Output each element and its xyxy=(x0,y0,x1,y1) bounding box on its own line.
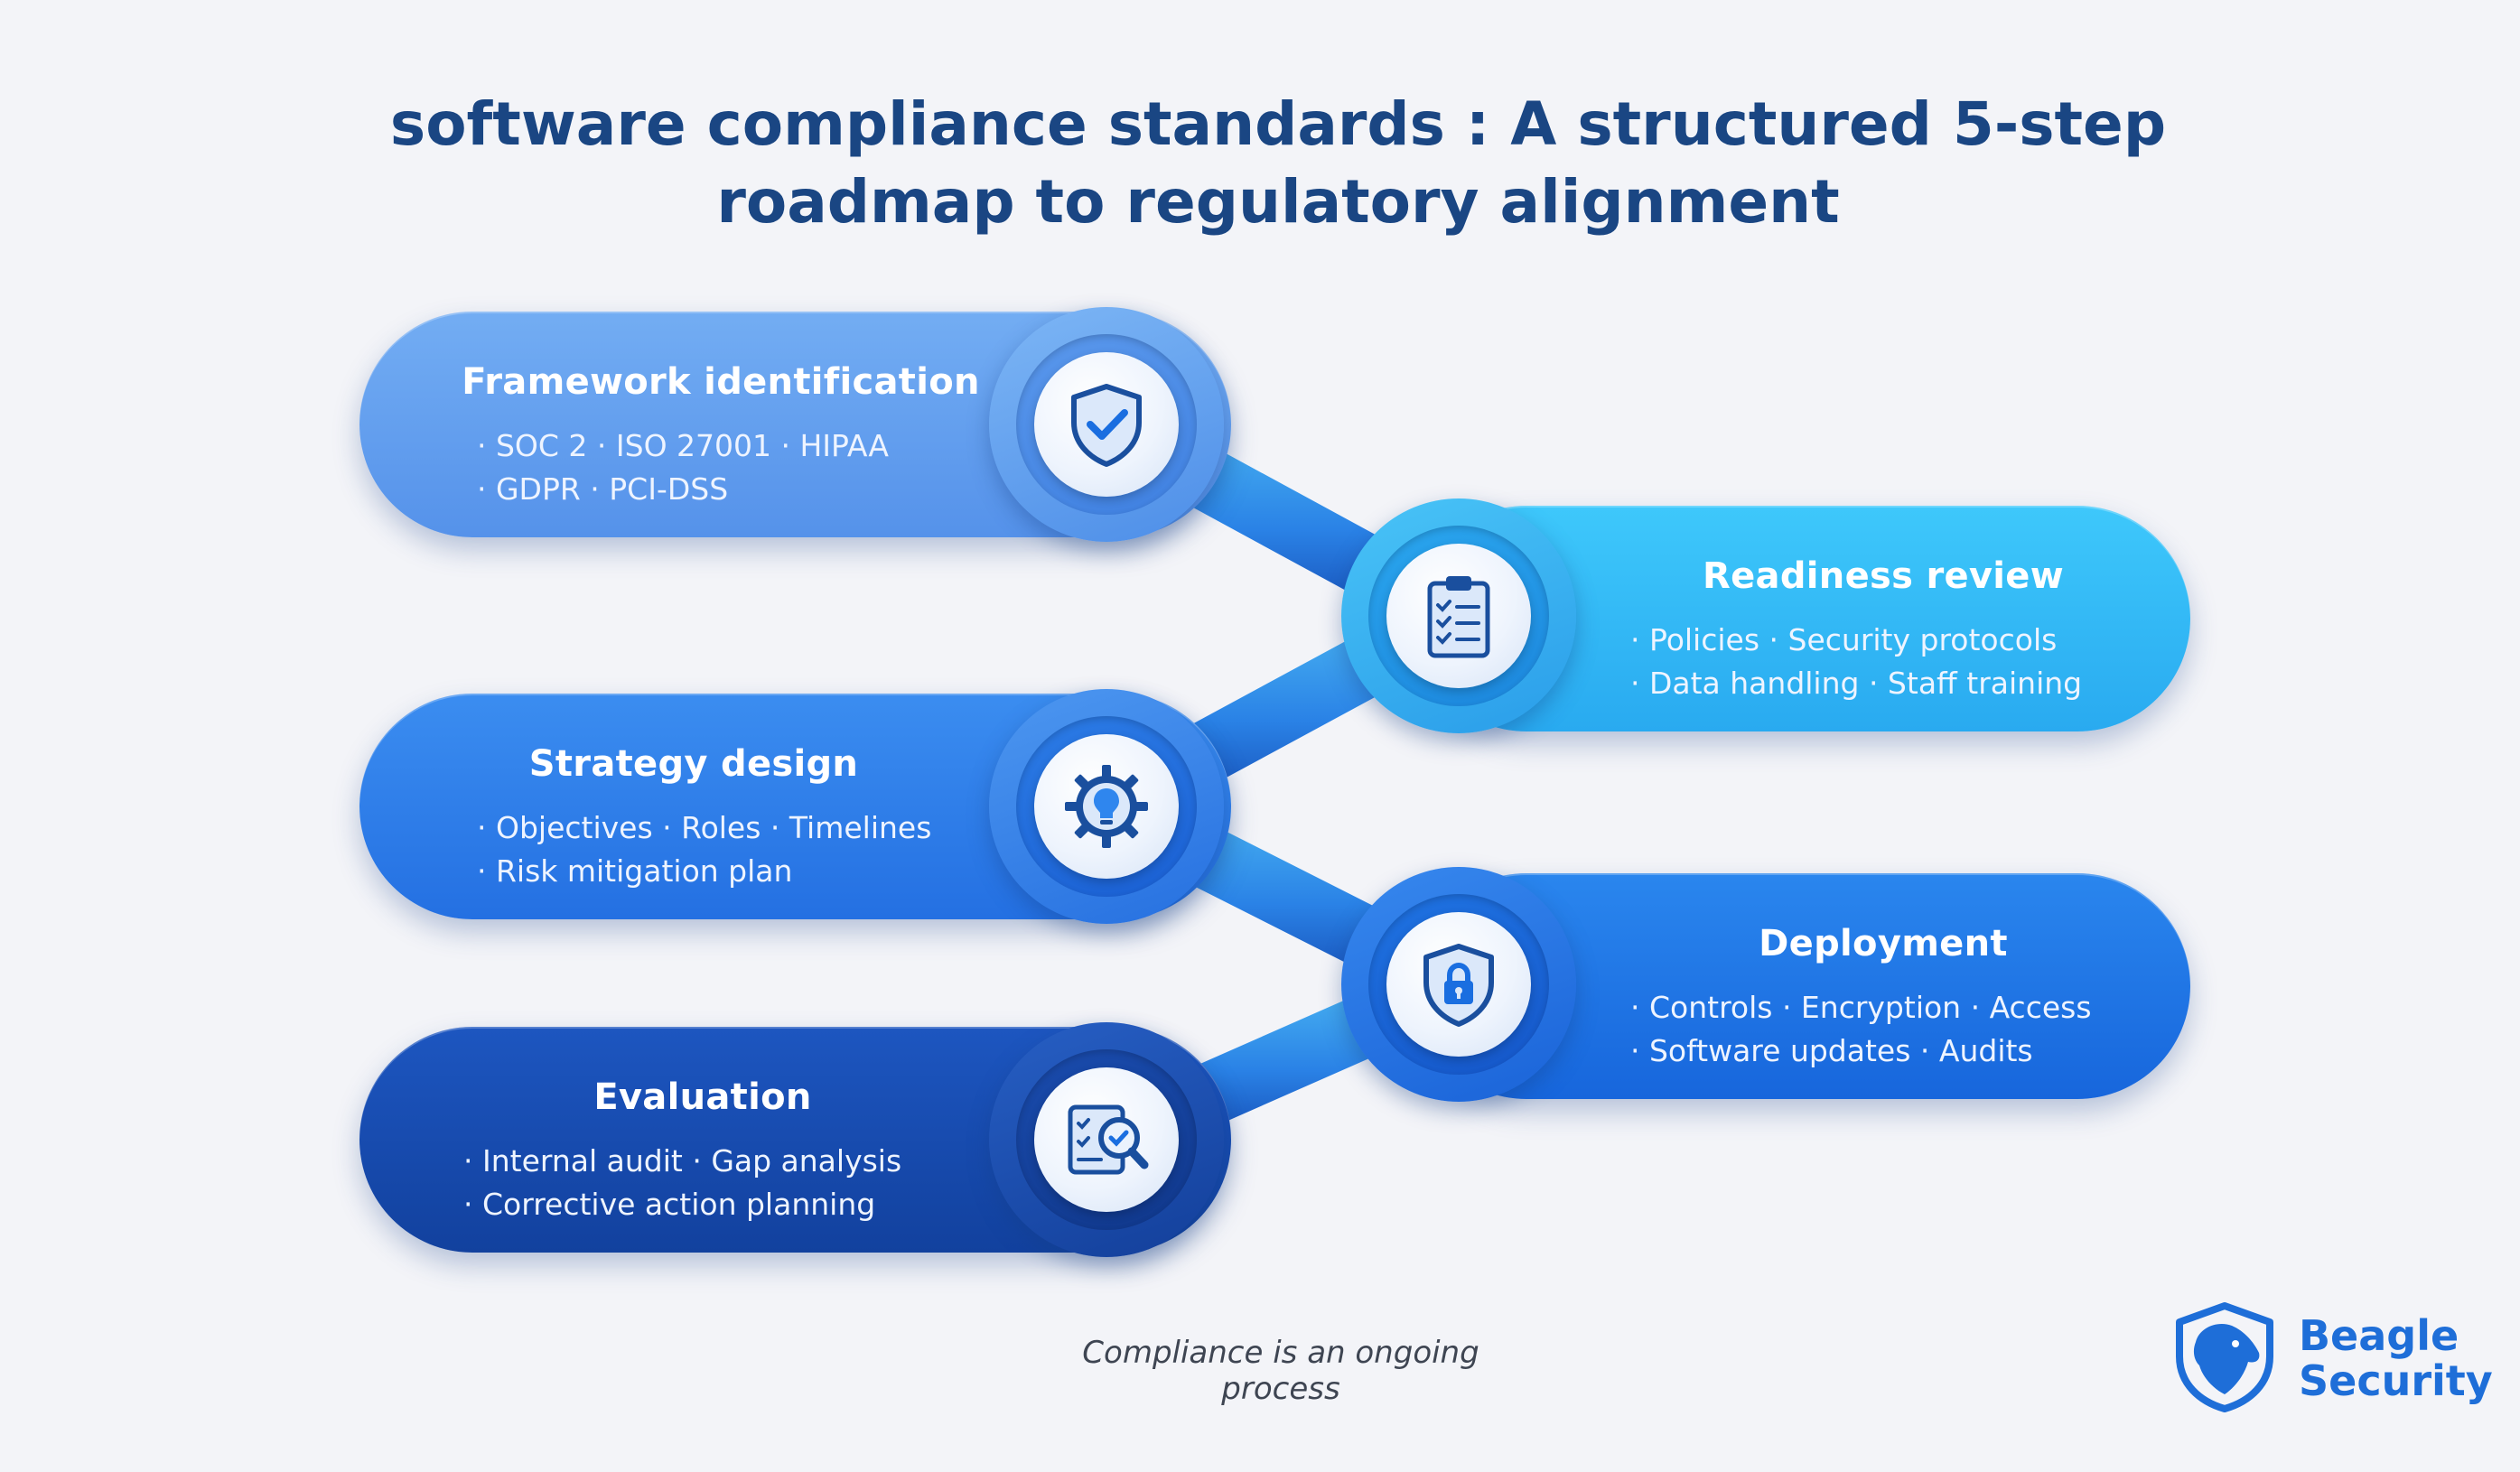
step-node-3 xyxy=(989,689,1224,924)
step-heading: Framework identification xyxy=(462,361,980,403)
bullet-line: · Software updates · Audits xyxy=(1630,1033,2033,1068)
step-node-4 xyxy=(1341,867,1576,1102)
step-bullets: · Objectives · Roles · Timelines · Risk … xyxy=(477,806,931,893)
bullet-line: · Policies · Security protocols xyxy=(1630,622,2058,657)
shield-check-icon xyxy=(1071,384,1142,467)
beagle-security-logo: Beagle Security xyxy=(2172,1300,2493,1418)
bullet-line: · Data handling · Staff training xyxy=(1630,666,2083,701)
step-bullets: · Policies · Security protocols · Data h… xyxy=(1630,619,2082,705)
step-bullets: · SOC 2 · ISO 27001 · HIPAA · GDPR · PCI… xyxy=(477,424,889,511)
brand-line-1: Beagle xyxy=(2299,1311,2459,1360)
title-line-1: software compliance standards : A struct… xyxy=(389,89,2167,159)
gear-lightbulb-icon xyxy=(1065,765,1148,848)
bullet-line: · GDPR · PCI-DSS xyxy=(477,471,729,507)
bullet-line: · Controls · Encryption · Access xyxy=(1630,990,2092,1025)
title-line-2: roadmap to regulatory alignment xyxy=(716,167,1840,237)
step-node-5 xyxy=(989,1022,1224,1257)
bullet-line: · Risk mitigation plan xyxy=(477,853,793,889)
bullet-line: · SOC 2 · ISO 27001 · HIPAA xyxy=(477,428,889,463)
step-heading: Strategy design xyxy=(528,743,859,785)
step-node-1 xyxy=(989,307,1224,542)
document-magnifier-icon xyxy=(1068,1104,1149,1175)
step-heading: Evaluation xyxy=(593,1076,812,1118)
brand-name: Beagle Security xyxy=(2299,1313,2493,1403)
step-heading: Deployment xyxy=(1759,923,2008,964)
shield-lock-icon xyxy=(1423,944,1494,1027)
bullet-line: · Objectives · Roles · Timelines xyxy=(477,810,932,845)
footer-caption: Compliance is an ongoing process xyxy=(1082,1335,1479,1407)
step-bullets: · Internal audit · Gap analysis · Correc… xyxy=(463,1140,901,1226)
bullet-line: · Corrective action planning xyxy=(463,1187,876,1222)
step-heading: Readiness review xyxy=(1703,555,2064,597)
step-bullets: · Controls · Encryption · Access · Softw… xyxy=(1630,986,2092,1073)
page-title: software compliance standards : A struct… xyxy=(0,86,2520,241)
brand-line-2: Security xyxy=(2299,1356,2493,1405)
step-node-2 xyxy=(1341,498,1576,733)
bullet-line: · Internal audit · Gap analysis xyxy=(463,1143,902,1179)
clipboard-checklist-icon xyxy=(1427,576,1490,658)
beagle-shield-logo xyxy=(2176,1302,2273,1412)
